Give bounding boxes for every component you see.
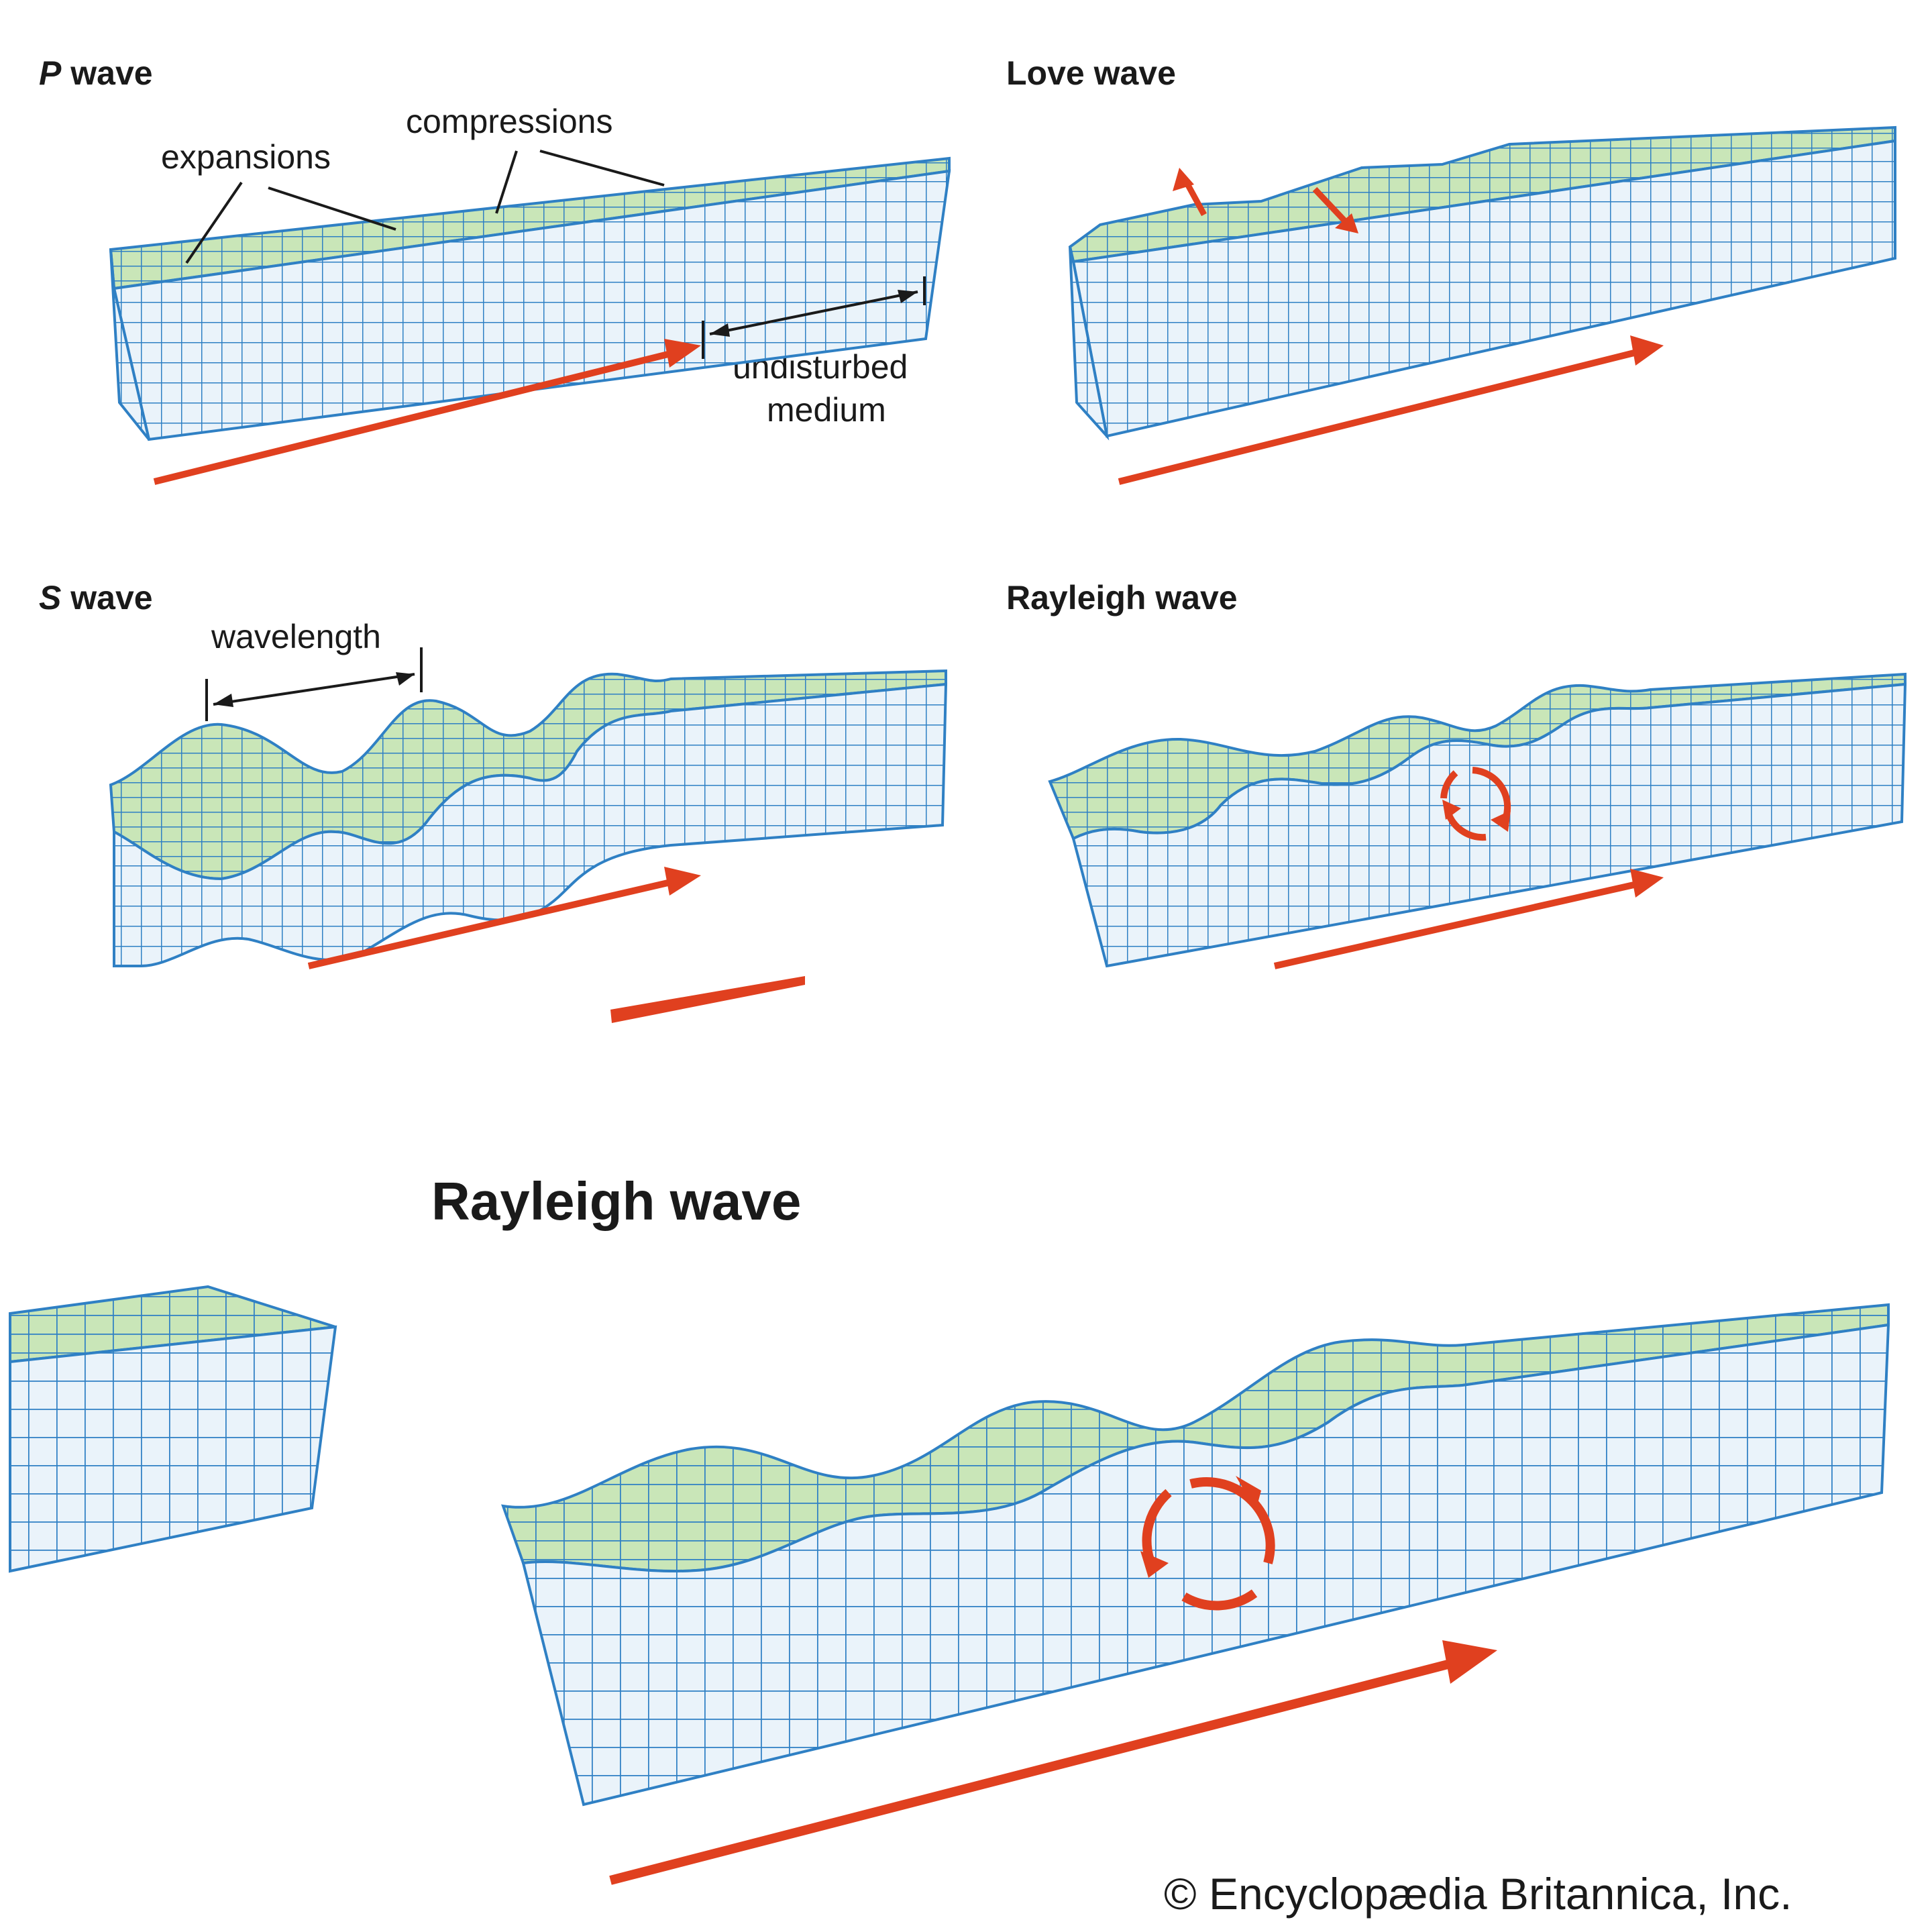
rayleigh-large-title: Rayleigh wave — [431, 1171, 802, 1231]
rayleigh-large-orbit-arc-2 — [1181, 1589, 1258, 1611]
label-compressions: compressions — [406, 103, 613, 140]
s-wave-title: S wave — [39, 578, 153, 617]
rayleigh-small-direction-arrow — [1273, 881, 1638, 969]
callout-line-expansions-1 — [185, 181, 243, 264]
wavelength-span — [213, 673, 415, 706]
wavelength-arrowhead-right — [396, 672, 415, 686]
undisturbed-span — [709, 290, 918, 335]
love-wave-shear-arrow-2 — [1312, 186, 1351, 227]
p-wave-direction-arrowhead — [664, 339, 701, 368]
callout-line-compressions-1 — [495, 150, 518, 214]
love-wave-direction-arrowhead — [1630, 335, 1664, 366]
rayleigh-large-orbit-arrowhead-1 — [1236, 1476, 1261, 1511]
fragment-block-front — [9, 1325, 337, 1573]
s-wave-direction-arrowhead — [664, 867, 701, 896]
p-wave-direction-arrow — [153, 350, 672, 485]
rayleigh-large-direction-arrow — [609, 1658, 1457, 1885]
wavelength-arrowhead-left — [213, 694, 233, 707]
rayleigh-large-front — [521, 1323, 1890, 1807]
rayleigh-small-orbit-arc-3 — [1440, 770, 1458, 799]
love-wave-block — [1068, 125, 1896, 485]
s-wave-title-letter: S — [39, 579, 62, 616]
label-medium: medium — [767, 391, 886, 429]
love-wave-title: Love wave — [1006, 54, 1176, 92]
label-expansions: expansions — [161, 138, 331, 176]
s-wave-title-rest: wave — [61, 579, 153, 616]
callout-line-compressions-2 — [539, 150, 665, 186]
rayleigh-small-front — [1071, 682, 1907, 968]
love-wave-direction-arrow — [1118, 349, 1638, 485]
love-wave-shear-arrowhead-2 — [1335, 213, 1358, 233]
fragment-arrow — [610, 976, 805, 1023]
s-wave-block — [109, 647, 948, 969]
rayleigh-large-orbit-arrowhead-2 — [1140, 1551, 1169, 1578]
rayleigh-small-orbit-arrowhead-2 — [1442, 800, 1461, 820]
rayleigh-small-orbit-arrowhead-1 — [1491, 810, 1511, 832]
p-wave-title-rest: wave — [61, 54, 153, 92]
undisturbed-arrowhead-right — [898, 290, 918, 303]
rayleigh-large-direction-arrowhead — [1442, 1640, 1497, 1684]
rayleigh-small-orbit-arc-2 — [1446, 813, 1487, 841]
undisturbed-arrowhead-left — [710, 323, 730, 337]
p-wave-title: P wave — [39, 54, 153, 93]
callout-line-expansions-2 — [268, 186, 396, 231]
p-wave-title-letter: P — [39, 54, 62, 92]
p-wave-end — [109, 249, 150, 441]
rayleigh-small-block — [1048, 672, 1907, 969]
label-wavelength: wavelength — [211, 618, 381, 655]
fragment-block — [9, 1285, 337, 1573]
credit-line: © Encyclopædia Britannica, Inc. — [1164, 1869, 1792, 1919]
rayleigh-large-block — [501, 1303, 1890, 1885]
love-wave-shear-arrowhead-1 — [1173, 168, 1194, 191]
p-wave-block — [109, 150, 951, 485]
love-wave-end — [1069, 246, 1110, 441]
rayleigh-small-title: Rayleigh wave — [1006, 579, 1238, 616]
rayleigh-small-direction-arrowhead — [1630, 869, 1664, 898]
s-wave-direction-arrow — [307, 879, 672, 969]
